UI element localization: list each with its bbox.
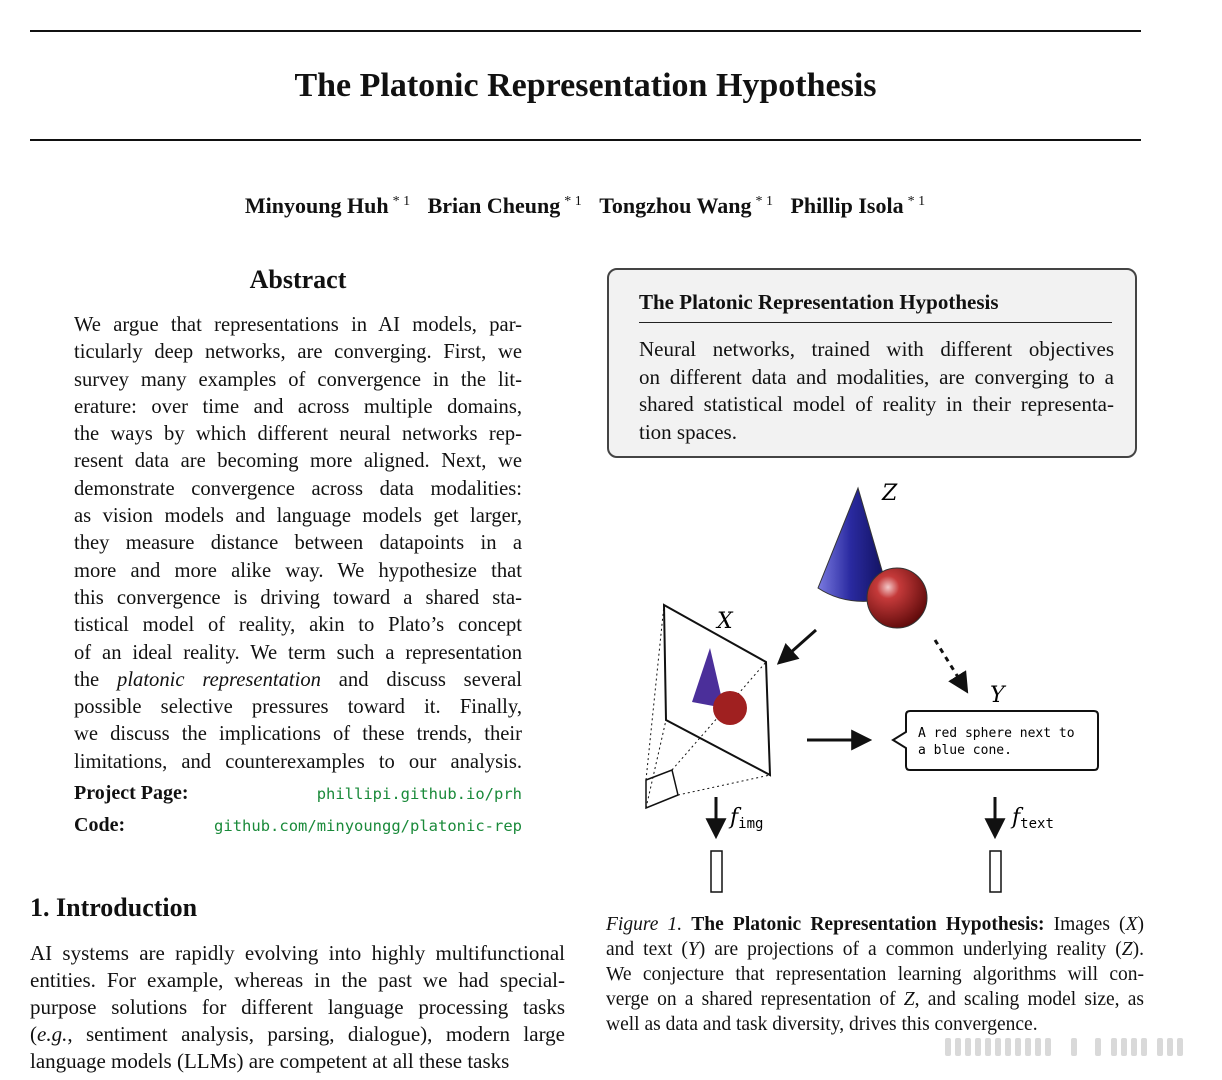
author-list: Minyoung Huh* 1 Brian Cheung* 1 Tongzhou… bbox=[0, 185, 1170, 223]
author: Tongzhou Wang* 1 bbox=[599, 193, 773, 219]
abstract-heading: Abstract bbox=[249, 265, 347, 294]
caption-line: well as data and task diversity, drives … bbox=[606, 1014, 1038, 1035]
f-img-label: fimg bbox=[728, 805, 763, 832]
abstract-line: We argue that representations in AI mode… bbox=[74, 314, 522, 336]
section-heading-introduction: 1. Introduction bbox=[30, 893, 198, 922]
hypothesis-line: on different data and modalities, are co… bbox=[639, 364, 1114, 389]
watermark-bars bbox=[945, 1038, 1183, 1056]
f-text-label: ftext bbox=[1010, 805, 1054, 832]
caption-text-line: a blue cone. bbox=[918, 743, 1012, 758]
hypothesis-line: shared statistical model of reality in t… bbox=[639, 392, 1114, 416]
caption-line: Figure 1. The Platonic Representation Hy… bbox=[606, 914, 1144, 935]
intro-line: purpose solutions for different language… bbox=[30, 995, 565, 1019]
abstract-line: the platonic representation and discuss … bbox=[74, 668, 522, 691]
projection-ray bbox=[645, 604, 665, 781]
caption-text-line: A red sphere next to bbox=[918, 726, 1075, 741]
emphasis: platonic representation bbox=[117, 668, 321, 691]
abstract-line: of an ideal reality. We term such a repr… bbox=[74, 641, 522, 664]
abstract-line: this convergence is driving toward a sha… bbox=[74, 586, 522, 609]
abstract-line: erature: over time and across multiple d… bbox=[74, 395, 522, 418]
platonic-object bbox=[817, 486, 928, 629]
caption-line: and text (Y) are projections of a common… bbox=[606, 939, 1144, 960]
emphasis: e.g. bbox=[37, 1022, 68, 1046]
caption-line: We conjecture that representation learni… bbox=[606, 964, 1144, 985]
figure-1-caption: Figure 1. The Platonic Representation Hy… bbox=[606, 912, 1144, 1037]
abstract-body: We argue that representations in AI mode… bbox=[74, 312, 522, 776]
abstract-line: we discuss the implications of these tre… bbox=[74, 723, 522, 746]
projected-cone bbox=[692, 648, 724, 708]
title-bottom-rule bbox=[30, 139, 1141, 141]
abstract-line: as vision models and language models get… bbox=[74, 505, 522, 528]
author: Minyoung Huh* 1 bbox=[244, 193, 411, 219]
image-embedding bbox=[710, 850, 723, 893]
code-link[interactable]: github.com/minyoungg/platonic-rep bbox=[214, 817, 522, 835]
author: Brian Cheung* 1 bbox=[427, 193, 582, 219]
abstract-line: resent data are becoming more aligned. N… bbox=[74, 450, 522, 473]
code-label: Code: bbox=[74, 814, 126, 836]
arrow-z-to-y bbox=[933, 639, 969, 694]
abstract-line: more and more alike way. We hypothesize … bbox=[74, 559, 522, 582]
project-page-link[interactable]: phillipi.github.io/prh bbox=[316, 785, 522, 803]
resource-links: Project Page: phillipi.github.io/prh Cod… bbox=[74, 782, 522, 846]
text-embedding bbox=[989, 850, 1002, 893]
label-z: Z bbox=[881, 481, 898, 506]
paper-title: The Platonic Representation Hypothesis bbox=[294, 67, 877, 104]
camera-frustum bbox=[645, 768, 679, 810]
hypothesis-line: tion spaces. bbox=[639, 419, 737, 444]
project-page-label: Project Page: bbox=[74, 782, 189, 804]
hypothesis-text: Neural networks, trained with different … bbox=[639, 336, 1114, 446]
projection-ray bbox=[677, 774, 771, 796]
abstract-line: ticularly deep networks, are converging.… bbox=[74, 341, 522, 364]
hypothesis-title: The Platonic Representation Hypothesis bbox=[639, 288, 1112, 323]
hypothesis-line: Neural networks, trained with different … bbox=[639, 337, 1114, 361]
abstract-line: demonstrate convergence across data moda… bbox=[74, 477, 522, 500]
introduction-body: AI systems are rapidly evolving into hig… bbox=[30, 940, 565, 1075]
abstract-line: the ways by which different neural netwo… bbox=[74, 423, 522, 446]
code-row: Code: github.com/minyoungg/platonic-rep bbox=[74, 814, 522, 846]
camera-projection bbox=[645, 603, 772, 810]
project-page-row: Project Page: phillipi.github.io/prh bbox=[74, 782, 522, 814]
label-y: Y bbox=[990, 683, 1007, 708]
intro-line: (e.g., sentiment analysis, parsing, dial… bbox=[30, 1022, 565, 1046]
abstract-line: limitations, and counterexamples to our … bbox=[74, 750, 522, 773]
arrow-z-to-x bbox=[776, 628, 817, 665]
figure-1-diagram: Z X Y A red sphere next to a blue cone. … bbox=[645, 481, 1099, 893]
projected-sphere bbox=[713, 691, 747, 725]
projection-ray bbox=[645, 719, 667, 809]
label-x: X bbox=[715, 609, 734, 634]
top-rule bbox=[30, 30, 1141, 32]
hypothesis-box: The Platonic Representation Hypothesis N… bbox=[607, 268, 1137, 458]
caption-line: verge on a shared representation of Z, a… bbox=[606, 989, 1144, 1010]
intro-line: AI systems are rapidly evolving into hig… bbox=[30, 941, 565, 965]
abstract-line: tistical model of reality, akin to Plato… bbox=[74, 614, 522, 637]
abstract-line: survey many examples of convergence in t… bbox=[74, 368, 522, 391]
abstract-line: possible selective pressures toward it. … bbox=[74, 696, 522, 719]
intro-line: language models (LLMs) are competent at … bbox=[30, 1049, 510, 1073]
author: Phillip Isola* 1 bbox=[790, 193, 926, 219]
intro-line: entities. For example, whereas in the pa… bbox=[30, 968, 565, 992]
red-sphere-shape bbox=[866, 567, 928, 629]
text-bubble: A red sphere next to a blue cone. bbox=[891, 710, 1099, 771]
abstract-line: they measure distance between datapoints… bbox=[74, 532, 522, 555]
